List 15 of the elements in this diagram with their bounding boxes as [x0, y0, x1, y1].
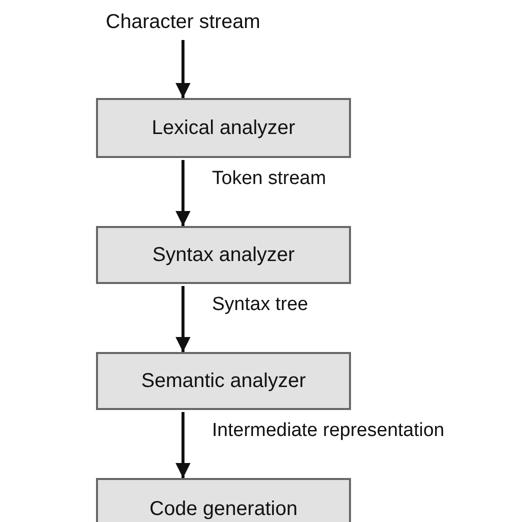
box-label: Code generation: [150, 498, 298, 520]
process-box: [96, 478, 351, 522]
edge-label: Syntax tree: [212, 294, 308, 316]
box-label: Semantic analyzer: [141, 370, 306, 392]
arrow: [176, 286, 190, 352]
process-box: [96, 352, 351, 410]
arrow: [176, 412, 190, 478]
arrow: [176, 40, 190, 98]
input-label: Character stream: [90, 6, 276, 38]
box-label: Syntax analyzer: [152, 244, 295, 266]
arrow: [176, 160, 190, 226]
process-box: [96, 98, 351, 158]
edge-label: Intermediate representation: [212, 420, 444, 442]
box-label: Lexical analyzer: [152, 116, 296, 140]
process-box: [96, 226, 351, 284]
